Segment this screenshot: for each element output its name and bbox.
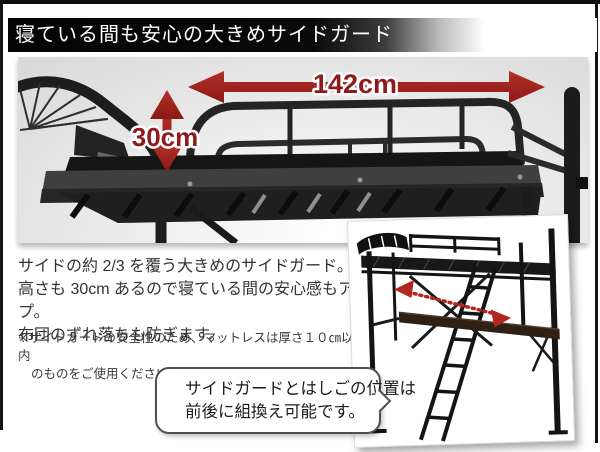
section-title: 寝ている間も安心の大きめサイドガード (15, 24, 393, 46)
description-line: 高さも 30cm あるので寝ている間の安心感もアップ。 (18, 281, 371, 321)
inset-platform (361, 255, 557, 281)
note-line: のものをご使用ください。 (31, 367, 182, 381)
height-arrow (150, 90, 184, 172)
note-line: ※サイドガードの安全性のため、マットレスは厚さ１０㎝以内 (18, 331, 354, 363)
inset-reposition-arrow (394, 279, 512, 328)
inset-desk (398, 311, 560, 340)
right-border-line (595, 0, 598, 443)
inset-headboard (356, 232, 409, 255)
callout-line: 前後に組換え可能です。 (185, 403, 365, 421)
safety-note: ※サイドガードの安全性のため、マットレスは厚さ１０㎝以内 のものをご使用ください… (18, 329, 358, 383)
width-dimension-label: 142cm (313, 69, 397, 99)
reposition-callout-bubble: サイドガードとはしごの位置は 前後に組換え可能です。 (155, 367, 416, 434)
callout-line: サイドガードとはしごの位置は (185, 380, 416, 398)
top-border-bar (0, 0, 600, 4)
section-header-banner: 寝ている間も安心の大きめサイドガード (8, 18, 597, 52)
description-line: サイドの約 2/3 を覆う大きめのサイドガード。 (18, 258, 353, 275)
main-bed-photo: 142cm 30cm (18, 57, 588, 243)
description-paragraph: サイドの約 2/3 を覆う大きめのサイドガード。 高さも 30cm あるので寝て… (18, 255, 378, 347)
right-post-and-ladder (507, 87, 588, 243)
width-arrow (188, 71, 545, 103)
inset-loft-bed-photo (347, 214, 576, 448)
left-border-line (0, 0, 3, 430)
loft-bed-illustration (356, 228, 568, 442)
inset-ladder (419, 265, 498, 442)
side-guard-rails (185, 97, 525, 179)
height-dimension-label: 30cm (132, 122, 199, 152)
bed-dimension-illustration: 142cm 30cm (18, 67, 588, 243)
inset-guard-rail (408, 233, 501, 256)
description-line: 布団のずれ落ちも防ぎます。 (18, 327, 225, 344)
callout-text: サイドガードとはしごの位置は 前後に組換え可能です。 (157, 369, 416, 424)
